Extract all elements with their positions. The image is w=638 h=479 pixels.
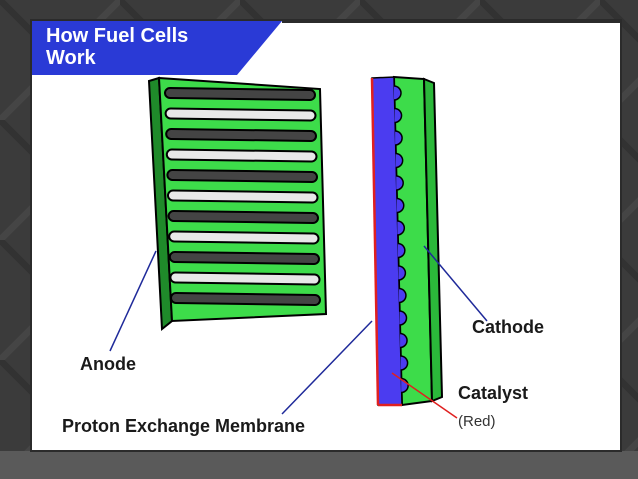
catalyst-bump: [393, 85, 402, 101]
catalyst-leader-line: [391, 372, 458, 419]
anode-channel: [170, 253, 318, 263]
catalyst-bump: [400, 355, 409, 371]
anode-channel: [167, 130, 315, 140]
title-banner: [32, 21, 282, 75]
anode-plate: [147, 76, 328, 331]
catalyst-bump: [396, 197, 405, 214]
anode-leader-line: [109, 250, 157, 352]
catalyst-label: Catalyst: [458, 383, 529, 403]
cathode-side: [422, 77, 444, 403]
anode-label: Anode: [80, 354, 136, 374]
catalyst-bump: [395, 130, 403, 146]
anode-channel: [169, 212, 317, 222]
cathode-assembly: [370, 75, 444, 407]
cathode-leader-line: [423, 245, 488, 322]
slide-title: How Fuel Cells Work: [46, 25, 189, 69]
slide: How Fuel Cells Work: [30, 19, 622, 452]
catalyst-bump: [394, 107, 403, 124]
catalyst-bump: [396, 175, 404, 191]
top-border: [282, 21, 620, 23]
membrane-leader-line: [281, 320, 373, 415]
catalyst-edge: [370, 77, 380, 406]
catalyst-bump: [397, 220, 406, 236]
bottom-bar: [0, 451, 638, 479]
catalyst-bump: [401, 377, 409, 394]
catalyst-bump: [399, 310, 408, 326]
catalyst-bump: [399, 332, 408, 349]
fuel-cell-diagram: [109, 75, 488, 419]
catalyst-bumps: [393, 85, 409, 394]
catalyst-bump: [398, 287, 407, 304]
anode-channel: [167, 150, 316, 161]
anode-channel: [171, 273, 319, 284]
anode-channel: [166, 89, 314, 99]
anode-channels: [164, 87, 321, 306]
cathode-label: Cathode: [472, 317, 544, 337]
membrane-label: Proton Exchange Membrane: [62, 416, 306, 436]
anode-channel: [172, 294, 319, 304]
anode-channel: [170, 232, 318, 243]
catalyst-note: (Red): [458, 413, 496, 430]
anode-channel: [168, 171, 316, 181]
anode-channel: [166, 109, 315, 120]
catalyst-bump: [397, 242, 406, 259]
anode-channel: [169, 191, 317, 202]
catalyst-bump: [398, 265, 407, 281]
catalyst-bump: [395, 152, 404, 169]
